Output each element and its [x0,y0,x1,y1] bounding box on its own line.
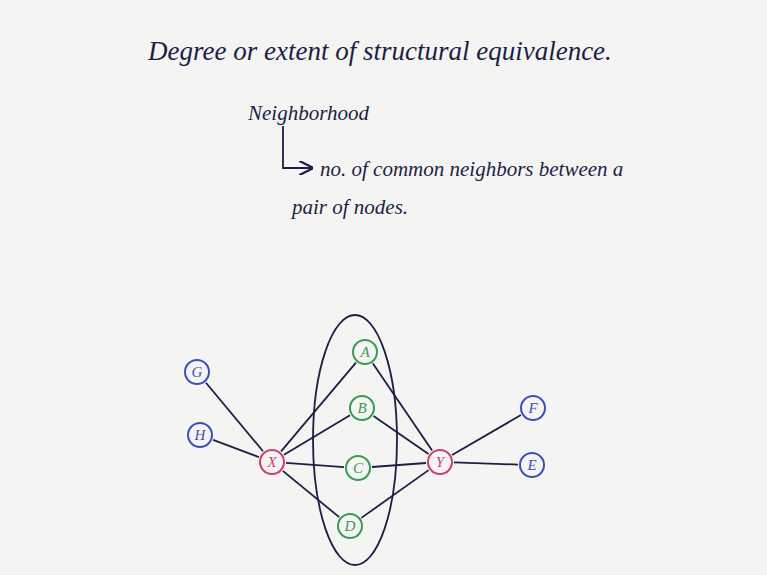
graph-node: F [520,395,546,421]
graph-edge [284,415,350,455]
node-letter: G [192,365,203,380]
graph-node: D [337,513,363,539]
node-letter: C [353,461,363,476]
graph-node: E [519,452,545,478]
graph-edge [361,470,428,518]
graph-node: X [259,449,285,475]
graph-edge [372,463,426,467]
heading-note: Neighborhood [248,94,369,132]
graph-edge [374,416,429,454]
graph-edge [281,363,356,452]
node-letter: D [345,519,356,534]
graph-edge [213,440,259,457]
node-letter: X [267,455,276,470]
node-letter: E [527,458,536,473]
neighborhood-ellipse [313,315,397,565]
title: Degree or extent of structural equivalen… [148,36,612,67]
node-letter: H [195,428,206,443]
node-letter: Y [436,455,444,470]
graph-edge [283,471,339,517]
node-letter: B [357,401,366,416]
graph-node: C [345,455,371,481]
graph-edge [452,415,521,455]
graph-edge [286,463,344,467]
graph-node: A [352,339,378,365]
graph-edge [373,364,432,451]
graph-node: Y [427,449,453,475]
graph-node: G [184,359,210,385]
node-letter: A [360,345,369,360]
pointer-arrow [283,126,312,168]
graph-node: B [349,395,375,421]
graph-node: H [187,422,213,448]
node-letter: F [528,401,537,416]
graph-edge [454,462,518,464]
definition-note: no. of common neighbors between a pair o… [292,150,627,226]
